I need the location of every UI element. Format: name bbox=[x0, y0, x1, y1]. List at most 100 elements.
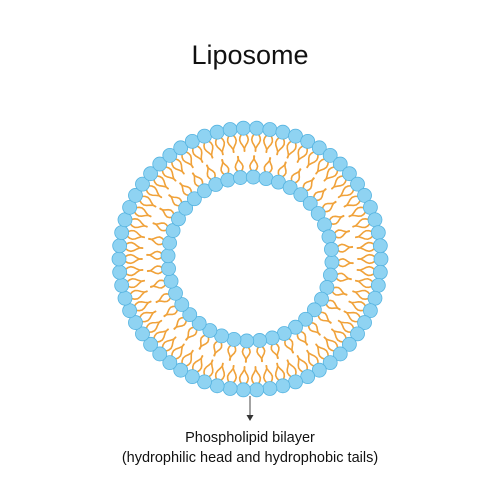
outer-lipid-head bbox=[184, 369, 200, 385]
outer-lipid-head bbox=[350, 176, 365, 192]
outer-lipid-tail bbox=[238, 366, 246, 385]
outer-lipid-tail bbox=[352, 290, 370, 301]
inner-lipid-head bbox=[239, 333, 255, 349]
outer-lipid-head bbox=[367, 290, 383, 306]
inner-lipid-head bbox=[323, 267, 338, 283]
outer-lipid-tail bbox=[348, 300, 365, 312]
outer-lipid-head bbox=[262, 122, 278, 137]
inner-lipid-tail bbox=[314, 188, 327, 202]
inner-lipid-tail bbox=[331, 290, 348, 296]
inner-lipid-tail bbox=[317, 313, 332, 324]
outer-lipid-head bbox=[372, 238, 388, 254]
outer-lipid-tail bbox=[354, 235, 374, 241]
outer-lipid-head bbox=[135, 326, 150, 342]
outer-lipid-tail bbox=[196, 145, 204, 163]
outer-lipid-tail bbox=[323, 169, 339, 182]
outer-lipid-tail bbox=[286, 141, 297, 159]
outer-lipid-head bbox=[122, 199, 138, 215]
inner-lipid-tail bbox=[168, 194, 183, 205]
inner-lipid-head bbox=[314, 291, 329, 307]
outer-lipid-head bbox=[362, 199, 378, 215]
outer-lipid-tail bbox=[174, 157, 185, 175]
outer-lipid-head bbox=[235, 120, 251, 136]
outer-lipid-head bbox=[311, 362, 327, 378]
caption-bilayer: Phospholipid bilayer bbox=[185, 430, 315, 446]
inner-lipid-tail bbox=[152, 222, 169, 228]
inner-lipid-tail bbox=[199, 334, 207, 350]
inner-lipid-head bbox=[302, 195, 318, 211]
inner-lipid-tail bbox=[163, 305, 177, 318]
outer-lipid-tail bbox=[141, 195, 157, 208]
inner-lipid-tail bbox=[173, 316, 186, 330]
outer-lipid-tail bbox=[343, 199, 362, 208]
outer-lipid-tail bbox=[276, 137, 286, 156]
outer-lipid-head bbox=[122, 303, 138, 319]
outer-lipid-head bbox=[222, 381, 238, 396]
inner-lipid-head bbox=[174, 297, 190, 312]
outer-lipid-tail bbox=[133, 300, 152, 308]
inner-lipid-tail bbox=[296, 332, 309, 346]
outer-lipid-head bbox=[372, 264, 388, 280]
inner-lipid-head bbox=[321, 229, 337, 245]
outer-lipid-tail bbox=[164, 166, 177, 182]
inner-lipid-tail bbox=[155, 293, 171, 304]
outer-lipid-head bbox=[311, 140, 327, 156]
outer-lipid-tail bbox=[138, 310, 157, 319]
outer-lipid-head bbox=[235, 382, 251, 398]
inner-lipid-head bbox=[160, 248, 176, 264]
inner-lipid-head bbox=[252, 333, 267, 348]
inner-lipid-head bbox=[171, 211, 186, 227]
inner-lipid-tail bbox=[205, 164, 216, 180]
inner-lipid-tail bbox=[150, 279, 166, 288]
outer-lipid-tail bbox=[155, 175, 169, 190]
outer-lipid-tail bbox=[337, 319, 353, 334]
inner-lipid-head bbox=[258, 171, 274, 186]
outer-lipid-head bbox=[112, 238, 128, 254]
outer-lipid-tail bbox=[185, 150, 194, 169]
outer-lipid-tail bbox=[130, 217, 148, 228]
outer-lipid-tail bbox=[220, 136, 226, 156]
inner-lipid-tail bbox=[293, 168, 301, 184]
inner-lipid-tail bbox=[227, 344, 233, 361]
outer-lipid-tail bbox=[203, 359, 214, 377]
outer-lipid-head bbox=[275, 124, 291, 140]
outer-lipid-head bbox=[332, 346, 348, 362]
outer-lipid-tail bbox=[135, 206, 152, 218]
outer-lipid-tail bbox=[265, 135, 274, 153]
outer-lipid-tail bbox=[170, 343, 185, 358]
outer-lipid-head bbox=[117, 290, 133, 306]
inner-lipid-tail bbox=[191, 172, 204, 186]
outer-lipid-head bbox=[128, 188, 143, 203]
inner-lipid-tail bbox=[221, 159, 230, 175]
outer-lipid-tail bbox=[232, 134, 238, 154]
outer-lipid-head bbox=[162, 355, 178, 370]
inner-lipid-head bbox=[310, 206, 326, 221]
outer-lipid-head bbox=[350, 326, 365, 342]
inner-lipid-tail bbox=[323, 200, 337, 213]
outer-lipid-tail bbox=[355, 279, 373, 289]
outer-lipid-head bbox=[152, 346, 168, 362]
outer-lipid-head bbox=[173, 362, 189, 378]
inner-lipid-head bbox=[288, 319, 303, 335]
outer-lipid-tail bbox=[331, 328, 345, 343]
hydrophobic-tails bbox=[124, 133, 376, 385]
inner-lipid-tail bbox=[148, 236, 165, 242]
outer-lipid-tail bbox=[343, 310, 359, 323]
outer-lipid-head bbox=[114, 225, 130, 241]
outer-lipid-tail bbox=[357, 258, 376, 265]
inner-lipid-head bbox=[324, 254, 340, 270]
bilayer-pointer-arrow bbox=[246, 396, 254, 421]
inner-lipid-head bbox=[191, 315, 207, 331]
inner-lipid-head bbox=[282, 180, 298, 195]
outer-lipid-head bbox=[117, 212, 133, 228]
outer-lipid-tail bbox=[306, 153, 319, 169]
outer-lipid-tail bbox=[296, 146, 309, 163]
outer-lipid-tail bbox=[315, 160, 330, 175]
inner-lipid-tail bbox=[146, 265, 164, 273]
inner-lipid-tail bbox=[159, 208, 175, 216]
outer-lipid-tail bbox=[254, 133, 262, 152]
diagram-title: Liposome bbox=[191, 40, 309, 70]
outer-lipid-tail bbox=[296, 355, 304, 373]
outer-lipid-tail bbox=[352, 222, 371, 229]
outer-lipid-head bbox=[112, 264, 128, 280]
